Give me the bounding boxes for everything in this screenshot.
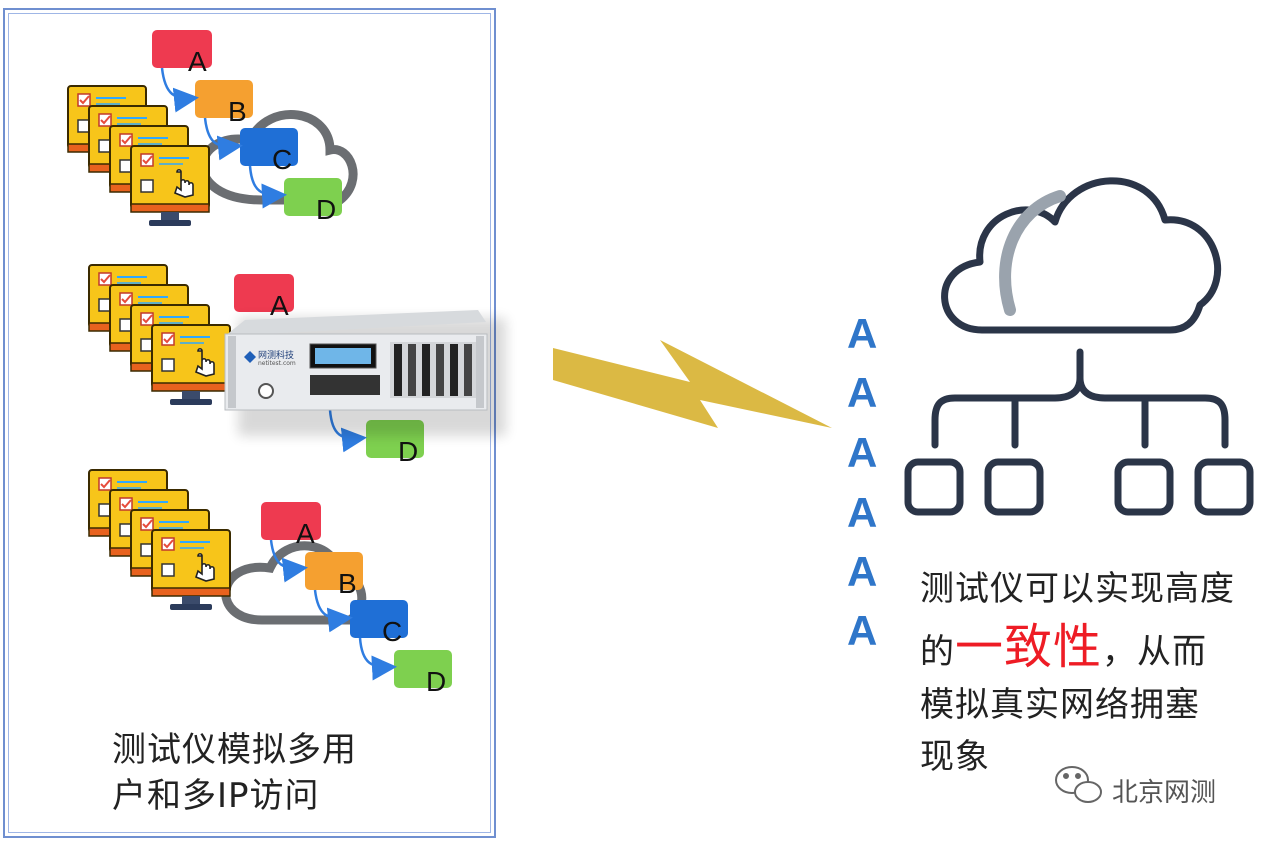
watermark-text: 北京网测: [1112, 778, 1217, 808]
flow-arrow: [160, 67, 199, 113]
monitor-pointer-icon: [152, 325, 230, 405]
monitor-pointer-icon: [152, 530, 230, 610]
label-a: A: [270, 290, 289, 321]
right-text-line1: 测试仪可以实现高度: [920, 569, 1235, 609]
device-brand: 网测科技: [258, 351, 295, 361]
stream-letter: A: [847, 369, 878, 416]
box-a: [152, 30, 212, 68]
box-d: [394, 650, 452, 688]
user-group-2: [88, 264, 424, 458]
right-text-line3: 模拟真实网络拥塞: [920, 685, 1200, 725]
cloud-network-icon: [904, 177, 1254, 516]
box-a: [234, 274, 294, 312]
box-c: [350, 600, 408, 638]
label-b: B: [338, 568, 357, 599]
lightning-bolt-icon: [553, 340, 832, 428]
flow-arrow: [203, 117, 243, 161]
box-d: [366, 420, 424, 458]
box-b: [195, 80, 253, 118]
label-b: B: [228, 96, 247, 127]
power-button-icon: [258, 383, 274, 399]
monitor-pointer-icon: [131, 146, 209, 226]
label-c: C: [272, 144, 293, 175]
flow-arrow: [328, 409, 367, 453]
brand-logo-icon: [244, 351, 256, 363]
label-d: D: [316, 194, 337, 225]
box-a: [261, 502, 321, 540]
right-text-prefix: 的: [920, 632, 955, 672]
box-b: [305, 552, 363, 590]
flow-arrow: [248, 165, 287, 209]
port-panel: [310, 375, 380, 395]
right-text-line4: 现象: [920, 737, 990, 777]
left-panel-frame: [3, 8, 496, 838]
device-top: [225, 310, 486, 336]
lcd-screen: [315, 348, 371, 364]
stream-letter: A: [847, 607, 878, 654]
stream-letter: A: [847, 429, 878, 476]
device-brand-url: netitest.com: [258, 360, 296, 367]
box-d: [284, 178, 342, 216]
label-a: A: [188, 46, 207, 77]
box-c: [240, 128, 298, 166]
flow-arrow: [358, 637, 397, 681]
right-text-line2: 的一致性，从而: [920, 618, 1280, 681]
user-group-3: [88, 469, 452, 688]
label-a: A: [296, 518, 315, 549]
label-d: D: [398, 436, 419, 467]
left-panel-frame-inner: [8, 13, 491, 833]
stream-letter: A: [847, 489, 878, 536]
emphasis-text: 一致性: [955, 619, 1103, 675]
flow-arrow: [313, 589, 353, 633]
stream-letter: A: [847, 548, 878, 595]
stream-letter: A: [847, 310, 878, 357]
flow-arrow: [269, 539, 308, 583]
left-caption-line2: 户和多IP访问: [112, 776, 320, 816]
test-device: [224, 310, 506, 436]
right-text-suffix: ，从而: [1102, 632, 1208, 672]
label-d: D: [426, 666, 447, 697]
user-group-1: [67, 30, 358, 226]
label-c: C: [382, 616, 403, 647]
wechat-icon: [1055, 766, 1102, 803]
left-caption-line1: 测试仪模拟多用: [112, 730, 357, 770]
